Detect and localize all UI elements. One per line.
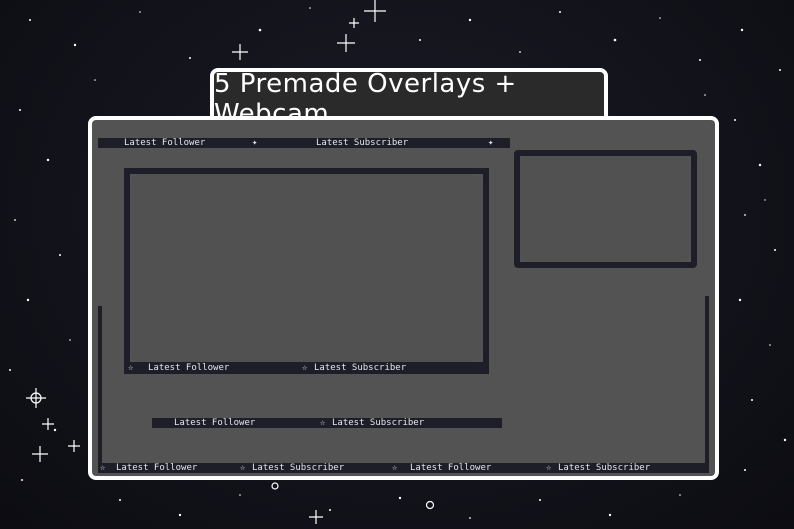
overlay-c-bar: Latest Follower ☆ Latest Subscriber [152, 418, 502, 428]
overlay-a-bar: Latest Follower ✦ Latest Subscriber ✦ [98, 138, 510, 148]
star-outline-icon: ☆ [100, 463, 106, 473]
overlay-b-follower-label: Latest Follower [148, 363, 230, 373]
star-outline-icon: ☆ [546, 463, 552, 473]
overlay-a-subscriber-label: Latest Subscriber [316, 138, 409, 148]
sparkle-star-icon: ✦ [488, 138, 494, 148]
star-outline-icon: ☆ [302, 363, 308, 373]
star-outline-icon: ☆ [128, 363, 134, 373]
overlay-e-side-line [705, 296, 709, 466]
overlay-d-follower-label: Latest Follower [116, 463, 198, 473]
overlay-c-subscriber-label: Latest Subscriber [332, 418, 425, 428]
overlay-preview-panel: Latest Follower ✦ Latest Subscriber ✦ ☆ … [88, 116, 719, 480]
overlay-b-frame [124, 168, 489, 374]
sparkle-star-icon: ✦ [252, 138, 258, 148]
overlay-c-follower-label: Latest Follower [174, 418, 256, 428]
overlay-e-bar: ☆ Latest Follower ☆ Latest Subscriber [388, 463, 709, 473]
overlay-e-subscriber-label: Latest Subscriber [558, 463, 651, 473]
overlay-b-bar: ☆ Latest Follower ☆ Latest Subscriber [124, 362, 489, 374]
overlay-a-follower-label: Latest Follower [124, 138, 206, 148]
star-outline-icon: ☆ [240, 463, 246, 473]
title-text: 5 Premade Overlays + Webcam [214, 69, 517, 129]
overlay-d-bar: ☆ Latest Follower ☆ Latest Subscriber [98, 463, 392, 473]
webcam-area [520, 156, 691, 262]
overlay-b-subscriber-label: Latest Subscriber [314, 363, 407, 373]
star-outline-icon: ☆ [392, 463, 398, 473]
overlay-b-screen-area [130, 174, 483, 362]
webcam-frame [514, 150, 697, 268]
star-outline-icon: ☆ [320, 418, 326, 428]
overlay-d-side-line [98, 306, 102, 466]
overlay-e-follower-label: Latest Follower [410, 463, 492, 473]
overlay-d-subscriber-label: Latest Subscriber [252, 463, 345, 473]
